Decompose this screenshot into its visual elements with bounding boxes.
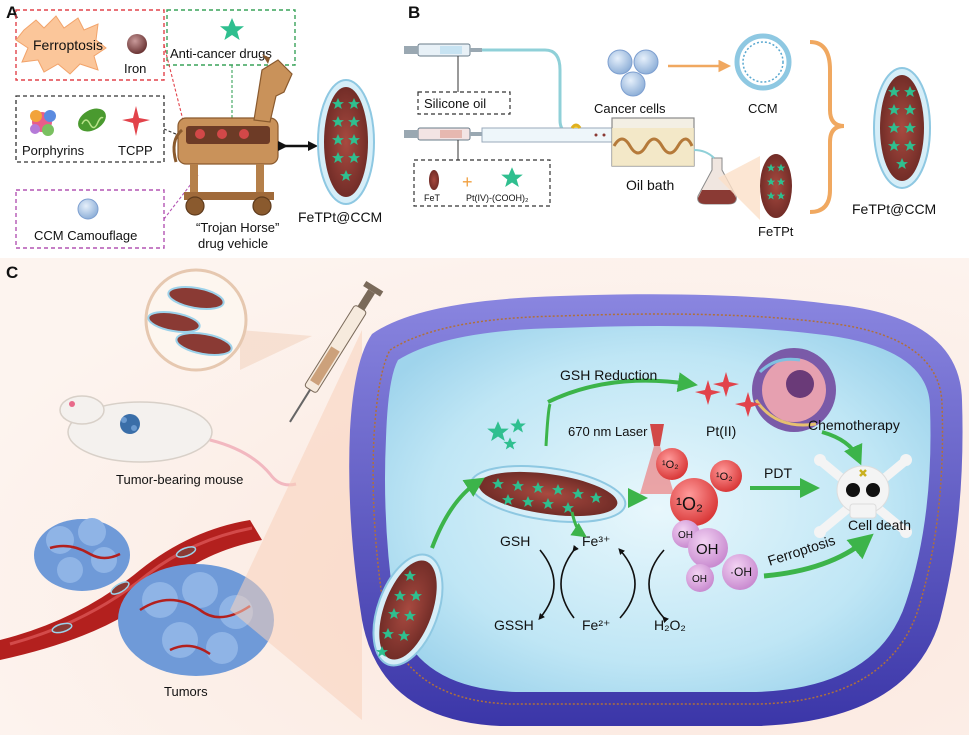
o2-label-1: ¹O₂ [662,459,679,471]
particle-in-cell [469,465,627,523]
anti-cancer-label: Anti-cancer drugs [170,46,272,61]
porphyrins-label: Porphyrins [22,143,85,158]
ccm-camouflage-label: CCM Camouflage [34,228,137,243]
arrow-to-fe3 [570,511,587,538]
syringe-bottom-icon [404,127,482,141]
fe2-label: Fe²⁺ [582,617,610,633]
connector-ferroptosis [163,44,186,129]
porphyrin-molecule-icon [30,110,56,136]
pt-prodrug-star-icon [501,167,523,187]
arrow-gsh-reduction [547,372,698,404]
fetpt-ccm-label-b: FeTPt@CCM [852,201,936,217]
silicone-oil-box [417,91,511,115]
particle-entering-cell [372,553,444,667]
outlet-tube [693,149,715,159]
ccm-label: CCM [748,101,778,116]
panel-label-b: B [408,3,420,22]
ferroptosis-label: Ferroptosis [33,37,103,53]
bubble-cone [240,330,312,370]
laser-icon [640,424,674,494]
zoom-cone [718,156,760,220]
fetpt-ccm-particle-b [873,67,931,189]
arrow-uptake [430,477,485,549]
tumors-label: Tumors [164,684,208,699]
oil-bath-icon [611,117,695,167]
tumor-cluster-left [34,518,130,591]
injection-syringe-icon [289,280,384,423]
mixing-junction [570,123,582,129]
syringe-top-icon [404,43,482,57]
plus-sign: + [462,172,473,192]
gssh-label: GSSH [494,617,534,633]
tcpp-label: TCPP [118,143,153,158]
cancer-cells-icon [607,49,659,97]
tcpp-star-icon [122,106,150,136]
cell-death-label: Cell death [848,517,911,533]
mouse-icon [59,395,297,487]
oh-radical-label: ·OH [730,565,752,579]
chemotherapy-label: Chemotherapy [808,417,900,433]
panel-label-a: A [6,3,18,22]
oh-label-3: OH [692,574,707,585]
hydroxyl-radical-spheres [672,520,758,592]
arrow-chemotherapy [821,430,863,466]
fe3-label: Fe³⁺ [582,533,610,549]
fet-particle-icon [429,170,439,190]
porphyrins-box [15,95,165,163]
fetpt-label: FeTPt [758,224,794,239]
arrow-ferroptosis [763,533,874,579]
mitochondria-icon [78,108,106,132]
trojan-line2: drug vehicle [198,236,268,251]
pt-cooh-label: Pt(IV)-(COOH)₂ [466,193,529,203]
arrow-fenton-h2o2 [648,549,669,623]
ccm-vesicle-icon [734,33,792,91]
skull-icon [814,454,912,538]
laser-label: 670 nm Laser [568,424,648,439]
arrow-fe2-to-fe3 [560,545,579,619]
pdt-label: PDT [764,465,792,481]
fet-label: FeT [424,193,441,203]
gsh-reduction-label: GSH Reduction [560,367,657,383]
silicone-oil-label: Silicone oil [424,96,486,111]
bubble-particles [147,286,233,356]
arrow-gsh-to-gssh [538,549,555,620]
iron-label: Iron [124,61,146,76]
combine-brace [809,40,845,214]
oh-label-1: OH [678,530,693,541]
tumor-bearing-mouse-label: Tumor-bearing mouse [116,472,243,487]
trojan-horse-icon [172,54,293,216]
membrane-inner-edge [372,313,944,705]
cell-zoom-cone [230,330,362,720]
drug-star-icon [220,18,244,40]
panel-label-c: C [6,263,18,282]
anti-cancer-box [166,9,296,66]
arrow-release [544,403,552,447]
pt-ii-stars [695,372,761,417]
fetpt-particle-icon [760,154,792,218]
h2o2-label: H₂O₂ [654,617,686,633]
pt-ii-label: Pt(II) [706,423,736,439]
nucleus-icon [752,348,836,432]
oil-bath-label: Oil bath [626,177,674,193]
singlet-oxygen-spheres [656,448,742,526]
o2-label-big: ¹O₂ [676,494,703,514]
arrow-fenton-fe [618,548,636,619]
oh-label-2: OH [696,541,719,558]
microfluidic-channel [481,127,613,143]
flask-icon [697,157,737,205]
fetpt-ccm-label-a: FeTPt@CCM [298,209,382,225]
vessel-particles [51,546,197,634]
fetpt-ccm-particle-a [317,79,375,205]
iron-sphere-icon [127,34,147,54]
o2-label-2: ¹O₂ [716,471,733,483]
burst-shape [15,15,107,75]
ccm-cell-icon [77,198,99,220]
cancer-cells-label: Cancer cells [594,101,666,116]
gsh-label: GSH [500,533,530,549]
trojan-line1: “Trojan Horse” [196,220,279,235]
